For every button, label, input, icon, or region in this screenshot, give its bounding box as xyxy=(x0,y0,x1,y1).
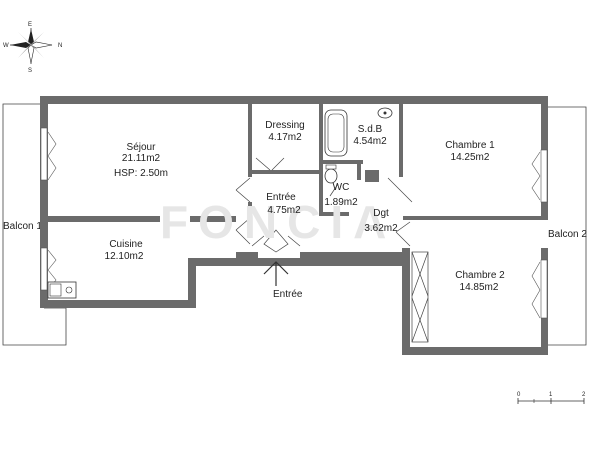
walls xyxy=(40,96,548,355)
scale-tick-0: 0 xyxy=(517,392,521,398)
room-entree: Entrée 4.75m2 xyxy=(266,192,301,216)
room-cuisine: Cuisine 12.10m2 xyxy=(105,239,144,262)
balcony-right: Balcon 2 xyxy=(546,106,587,346)
balcony-left-label: Balcon 1 xyxy=(3,221,42,232)
kitchen-sink-icon xyxy=(47,281,77,299)
room-chambre2-area: 14.85m2 xyxy=(460,282,499,293)
balcony-left: Balcon 1 xyxy=(2,103,67,346)
compass-west: W xyxy=(3,43,9,49)
compass-north: N xyxy=(58,43,62,49)
bathtub-icon xyxy=(324,109,348,157)
room-chambre1: Chambre 1 14.25m2 xyxy=(445,140,495,163)
room-wc: WC 1.89m2 xyxy=(324,182,358,208)
room-wc-name: WC xyxy=(333,182,350,193)
room-cuisine-name: Cuisine xyxy=(109,239,143,250)
compass-rose-icon: N S E W xyxy=(3,22,62,74)
room-entree-area: 4.75m2 xyxy=(267,205,301,216)
room-cuisine-area: 12.10m2 xyxy=(105,251,144,262)
room-dressing-area: 4.17m2 xyxy=(268,132,302,143)
room-sejour: Séjour 21.11m2 HSP: 2.50m xyxy=(114,142,168,179)
room-dgt-area: 3.62m2 xyxy=(364,223,398,234)
compass-south: S xyxy=(28,68,32,74)
scale-bar: 0 1 2 xyxy=(517,392,586,404)
room-dressing-name: Dressing xyxy=(265,120,304,131)
room-dgt-name: Dgt xyxy=(373,208,389,219)
room-sejour-height: HSP: 2.50m xyxy=(114,168,168,179)
room-sdb-name: S.d.B xyxy=(358,124,383,135)
door-swings xyxy=(235,157,413,253)
closet xyxy=(411,251,429,343)
scale-tick-1: 1 xyxy=(549,392,553,398)
balcony-right-label: Balcon 2 xyxy=(548,229,587,240)
room-dgt: Dgt 3.62m2 xyxy=(364,208,398,234)
room-chambre1-name: Chambre 1 xyxy=(445,140,495,151)
sink-icon xyxy=(377,107,393,119)
toilet-icon xyxy=(324,164,338,184)
room-chambre2: Chambre 2 14.85m2 xyxy=(455,270,505,293)
room-dressing: Dressing 4.17m2 xyxy=(265,120,304,143)
room-chambre2-name: Chambre 2 xyxy=(455,270,505,281)
room-sdb-area: 4.54m2 xyxy=(353,136,387,147)
room-sdb: S.d.B 4.54m2 xyxy=(353,124,387,147)
room-chambre1-area: 14.25m2 xyxy=(451,152,490,163)
watermark: FONCIA xyxy=(160,196,396,248)
room-sejour-name: Séjour xyxy=(127,142,157,153)
scale-tick-2: 2 xyxy=(582,392,586,398)
room-wc-area: 1.89m2 xyxy=(324,197,358,208)
room-sejour-area: 21.11m2 xyxy=(122,153,161,164)
entrance-label: Entrée xyxy=(273,289,303,300)
window-sashes xyxy=(47,131,541,319)
compass-east: E xyxy=(28,22,32,28)
windows xyxy=(40,127,548,319)
entrance-arrow-icon xyxy=(263,261,289,286)
room-entree-name: Entrée xyxy=(266,192,296,203)
